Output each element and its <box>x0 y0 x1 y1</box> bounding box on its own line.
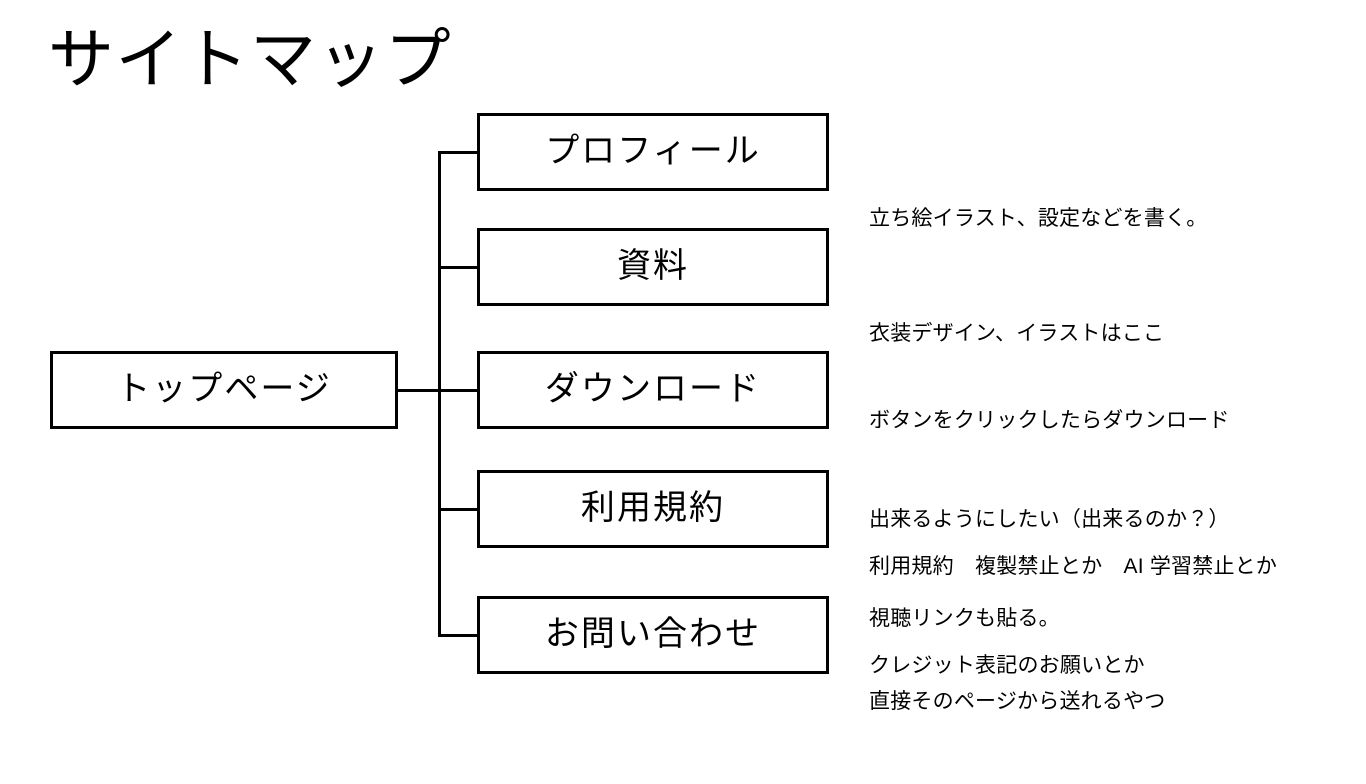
annotation-contact-line-1: 直接そのページから送れるやつ <box>869 690 1166 713</box>
connector-vertical-trunk <box>438 151 441 637</box>
connector-stub-download <box>438 389 479 392</box>
sitemap-diagram-canvas: サイトマップ トップページ プロフィール 資料 ダウンロード 利用規約 お問い合… <box>48 22 1277 748</box>
node-materials-label: 資料 <box>616 247 690 286</box>
connector-stub-profile <box>438 151 479 154</box>
annotation-download-line-1: ボタンをクリックしたらダウンロード <box>869 409 1230 432</box>
annotation-download-line-3: 視聴リンクも貼る。 <box>869 607 1060 630</box>
node-profile[interactable]: プロフィール <box>477 113 829 191</box>
node-contact[interactable]: お問い合わせ <box>477 596 829 674</box>
annotation-profile: 立ち絵イラスト、設定などを書く。 <box>869 136 1208 301</box>
page-title: サイトマップ <box>48 22 452 96</box>
node-terms-of-use-label: 利用規約 <box>580 489 726 528</box>
annotation-materials: 衣装デザイン、イラストはここ <box>869 251 1164 416</box>
annotation-download: ボタンをクリックしたらダウンロード 出来るようにしたい（出来るのか？） 視聴リン… <box>869 338 1230 701</box>
node-top-page-label: トップページ <box>116 370 332 409</box>
connector-stub-contact <box>438 634 479 637</box>
node-top-page[interactable]: トップページ <box>50 351 398 429</box>
node-download-label: ダウンロード <box>544 370 762 409</box>
annotation-terms-of-use: 利用規約 複製禁止とか AI 学習禁止とか クレジット表記のお願いとか <box>869 484 1277 748</box>
connector-stub-materials <box>438 266 479 269</box>
node-download[interactable]: ダウンロード <box>477 351 829 429</box>
node-contact-label: お問い合わせ <box>544 615 762 654</box>
node-profile-label: プロフィール <box>545 132 761 171</box>
annotation-materials-line-1: 衣装デザイン、イラストはここ <box>869 322 1165 345</box>
connector-root-stem <box>398 389 477 392</box>
annotation-contact: 直接そのページから送れるやつ <box>869 619 1166 784</box>
annotation-terms-of-use-line-2: クレジット表記のお願いとか <box>869 654 1145 677</box>
annotation-download-line-2: 出来るようにしたい（出来るのか？） <box>869 508 1230 531</box>
connector-stub-terms <box>438 508 479 511</box>
node-terms-of-use[interactable]: 利用規約 <box>477 470 829 548</box>
annotation-terms-of-use-line-1: 利用規約 複製禁止とか AI 学習禁止とか <box>869 555 1278 578</box>
annotation-profile-line-1: 立ち絵イラスト、設定などを書く。 <box>869 207 1208 230</box>
node-materials[interactable]: 資料 <box>477 228 829 306</box>
